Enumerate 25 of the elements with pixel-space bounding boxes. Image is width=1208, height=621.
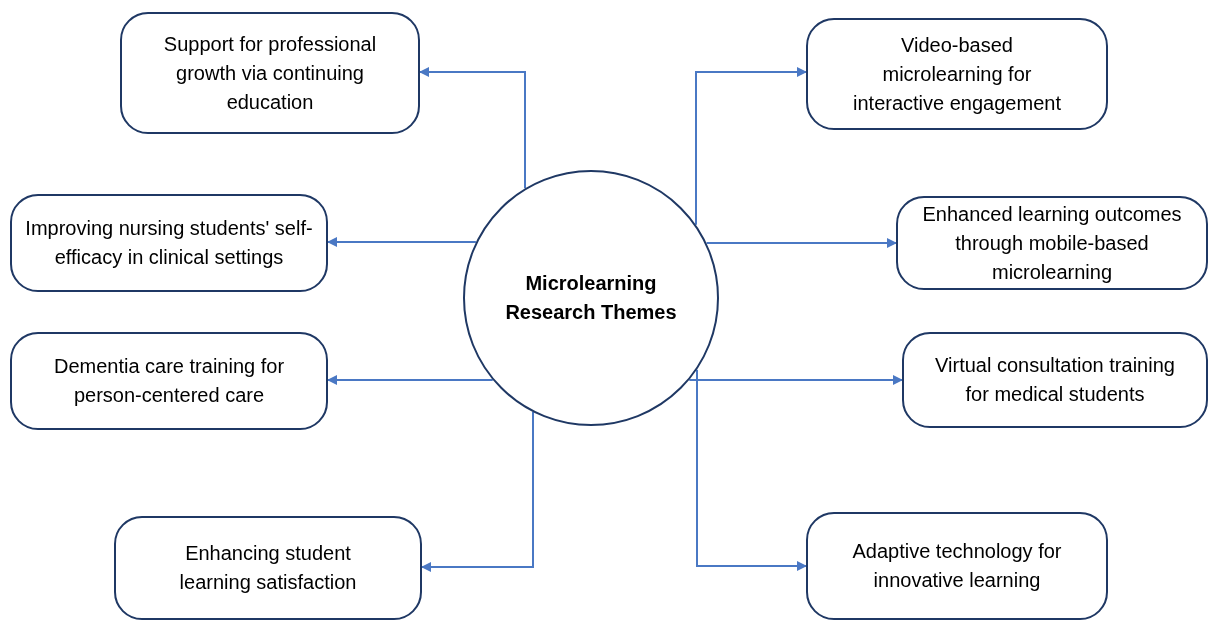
theme-text: Dementia care training for person-centered care — [52, 354, 286, 408]
arrow — [327, 375, 494, 385]
theme-text: Video-based microlearning for interactive engagement — [852, 32, 1062, 116]
theme-text: Virtual consultation training for medical students — [934, 353, 1176, 407]
theme-box — [10, 194, 328, 292]
theme-text: Enhanced learning outcomes through mobile-based microlearning — [921, 201, 1183, 285]
theme-box — [120, 12, 420, 134]
arrow — [688, 375, 903, 385]
theme-title: Microlearning Research Themes — [504, 271, 678, 325]
theme-box — [902, 332, 1208, 428]
arrow — [696, 368, 807, 571]
theme-text: Adaptive technology for innovative learning — [851, 539, 1063, 593]
theme-box — [806, 512, 1108, 620]
theme-text: Improving nursing students' self-efficacy in clinical settings — [24, 216, 314, 270]
arrow — [421, 411, 534, 572]
arrow — [327, 237, 477, 247]
theme-box — [114, 516, 422, 620]
theme-box — [806, 18, 1108, 130]
theme-text: Support for professional growth via continuing education — [162, 31, 378, 115]
theme-box — [10, 332, 328, 430]
arrow — [419, 67, 526, 190]
theme-box — [896, 196, 1208, 290]
arrow — [705, 238, 897, 248]
arrow — [695, 67, 807, 226]
theme-text: Enhancing student learning satisfaction — [178, 541, 358, 595]
